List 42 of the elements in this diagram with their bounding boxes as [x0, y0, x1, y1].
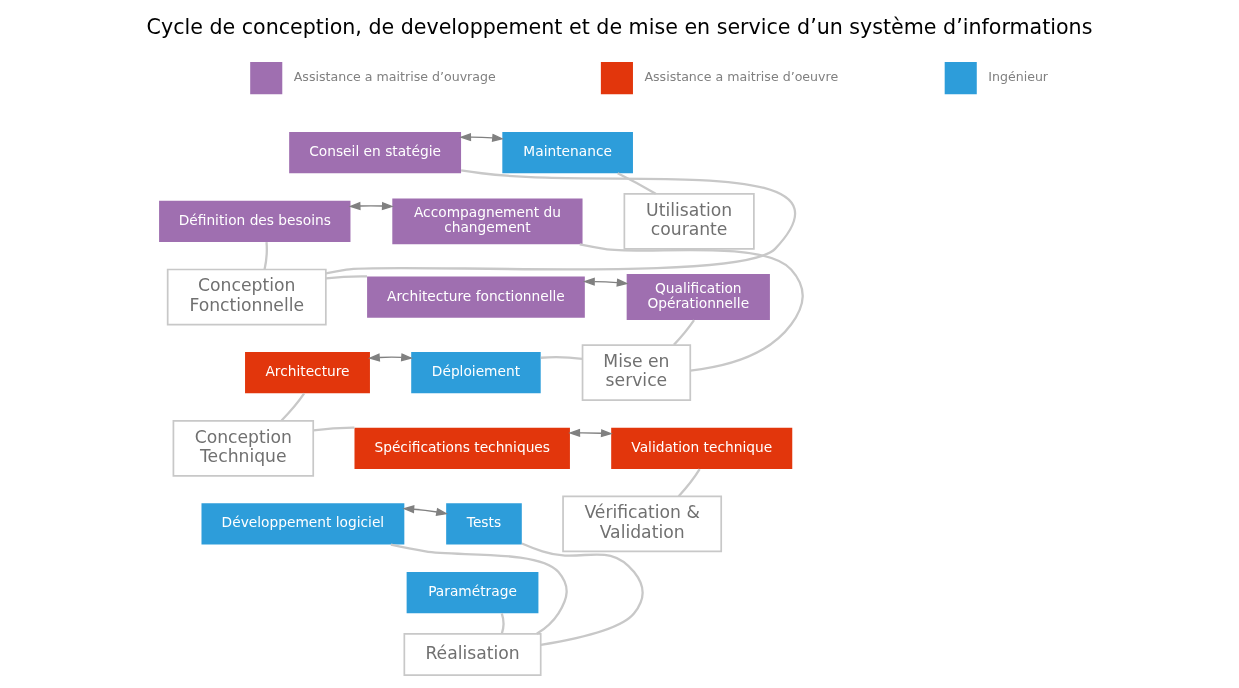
- node-box: Accompagnement du changement: [392, 198, 583, 245]
- legend-label: Assistance a maitrise d’oeuvre: [644, 69, 839, 85]
- connector: [579, 243, 804, 372]
- connector: [325, 275, 367, 280]
- node-box: Conception Technique: [172, 419, 315, 477]
- node-box: Validation technique: [611, 427, 793, 469]
- node-box: Architecture: [245, 352, 370, 394]
- diagram-title: Cycle de conception, de developpement et de mise en service d’un système d’informations: [146, 14, 1093, 39]
- node-box: Réalisation: [403, 633, 542, 677]
- legend-label: Ingénieur: [988, 69, 1049, 85]
- connector: [500, 613, 505, 634]
- node-box: Déploiement: [411, 352, 541, 394]
- node-box: Mise en service: [581, 344, 692, 402]
- node-box: Vérification & Validation: [562, 495, 723, 553]
- node-box: Développement logiciel: [201, 503, 405, 545]
- node-box: Utilisation courante: [623, 193, 755, 250]
- arrow: [367, 353, 414, 362]
- node-box: Tests: [446, 503, 522, 545]
- connector: [263, 242, 268, 270]
- legend-label: Assistance a maitrise d’ouvrage: [293, 69, 496, 85]
- connector: [280, 392, 306, 422]
- arrow: [402, 505, 449, 517]
- arrow: [459, 132, 505, 142]
- connector: [390, 543, 568, 635]
- connector: [540, 356, 583, 360]
- arrow: [582, 277, 629, 287]
- node-box: Qualification Opérationnelle: [626, 274, 770, 320]
- connector: [617, 172, 657, 195]
- connector: [677, 468, 701, 497]
- node-box: Paramétrage: [406, 572, 539, 614]
- node-box: Spécifications techniques: [354, 427, 570, 469]
- node-box: Conseil en statégie: [289, 132, 462, 174]
- arrow: [568, 428, 613, 438]
- node-box: Architecture fonctionnelle: [367, 276, 585, 318]
- node-box: Maintenance: [502, 132, 633, 174]
- connector: [673, 319, 695, 346]
- connector: [521, 542, 644, 647]
- connector: [325, 169, 796, 275]
- node-box: Définition des besoins: [159, 200, 351, 242]
- node-box: Conception Fonctionnelle: [166, 268, 327, 326]
- connector: [313, 426, 355, 432]
- arrow: [348, 201, 394, 211]
